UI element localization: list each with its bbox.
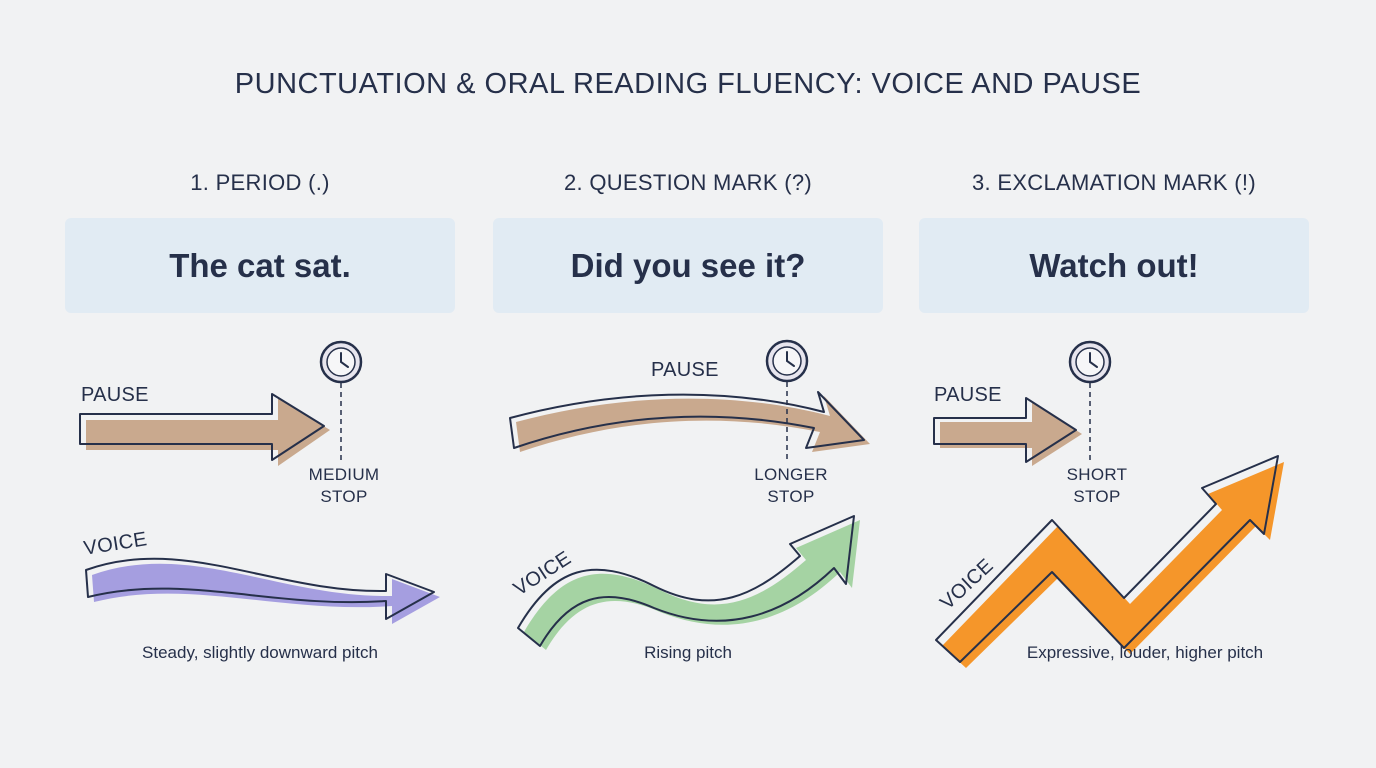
period-stop-line2: STOP: [320, 487, 368, 506]
period-caption: Steady, slightly downward pitch: [142, 643, 378, 662]
question-caption: Rising pitch: [644, 643, 732, 662]
exclamation-stop-line1: SHORT: [1066, 465, 1128, 484]
exclamation-pause-arrow: [933, 397, 1082, 466]
exclamation-pause-label: PAUSE: [934, 384, 1002, 406]
period-pause-label: PAUSE: [81, 384, 149, 406]
exclamation-stop-line2: STOP: [1073, 487, 1121, 506]
period-sentence-box: The cat sat.: [65, 218, 455, 313]
exclamation-caption: Expressive, louder, higher pitch: [1026, 643, 1264, 662]
question-sentence-box: Did you see it?: [493, 218, 883, 313]
diagram-title: PUNCTUATION & ORAL READING FLUENCY: VOIC…: [234, 68, 1142, 100]
period-clock-icon: [319, 340, 363, 384]
question-sentence: Did you see it?: [570, 246, 806, 284]
period-stop-label: MEDIUM STOP: [284, 464, 404, 508]
question-heading: 2. QUESTION MARK (?): [563, 170, 813, 195]
exclamation-stop-label: SHORT STOP: [1037, 464, 1157, 508]
question-stop-line1: LONGER: [754, 465, 828, 484]
period-sentence: The cat sat.: [169, 246, 351, 284]
exclamation-sentence: Watch out!: [1029, 246, 1199, 284]
exclamation-heading: 3. EXCLAMATION MARK (!): [972, 170, 1256, 195]
period-heading: 1. PERIOD (.): [190, 170, 330, 195]
exclamation-sentence-box: Watch out!: [919, 218, 1309, 313]
question-pause-label: PAUSE: [651, 359, 719, 381]
question-voice-arrow: [517, 515, 860, 650]
question-clock-icon: [765, 339, 809, 383]
exclamation-clock-icon: [1068, 340, 1112, 384]
period-voice-arrow: [85, 557, 440, 624]
period-stop-line1: MEDIUM: [308, 465, 380, 484]
question-stop-label: LONGER STOP: [731, 464, 851, 508]
question-pause-arrow: [509, 391, 870, 452]
period-pause-arrow: [79, 393, 330, 466]
question-stop-line2: STOP: [767, 487, 815, 506]
exclamation-voice-arrow: [935, 455, 1284, 668]
